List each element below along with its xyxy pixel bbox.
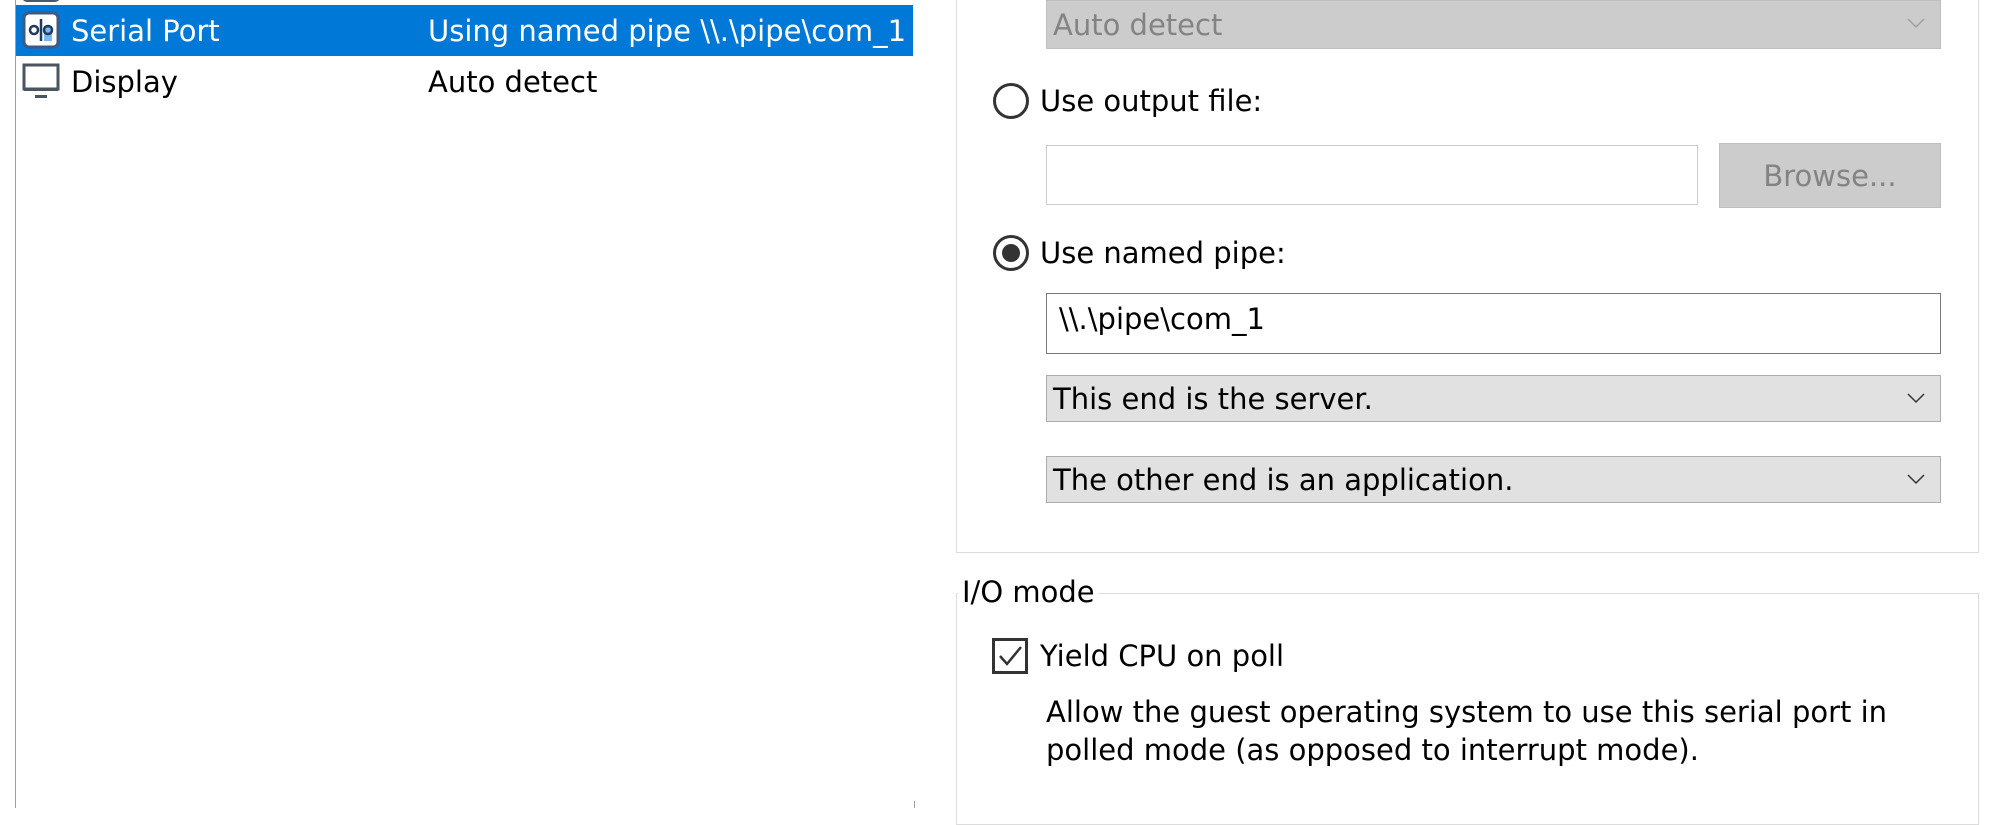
select-value: This end is the server. — [1053, 381, 1373, 416]
yield-cpu-label: Yield CPU on poll — [1040, 639, 1285, 673]
chevron-down-icon — [1907, 18, 1925, 29]
pipe-end-select[interactable]: This end is the server. — [1046, 375, 1941, 422]
output-file-radio[interactable] — [993, 83, 1029, 119]
connection-group — [956, 0, 1979, 553]
named-pipe-label: Use named pipe: — [1040, 236, 1286, 270]
named-pipe-radio[interactable] — [993, 235, 1029, 271]
monitor-icon — [22, 63, 60, 98]
chevron-down-icon — [1907, 474, 1925, 485]
output-file-input[interactable] — [1046, 145, 1698, 205]
device-row-serial-port[interactable]: Serial Port Using named pipe \\.\pipe\co… — [16, 5, 913, 56]
checkmark-icon — [999, 646, 1022, 666]
io-mode-description-line1: Allow the guest operating system to use … — [1046, 695, 1888, 729]
device-summary: Using named pipe \\.\pipe\com_1 — [428, 13, 907, 48]
select-value: Auto detect — [1053, 7, 1223, 42]
device-summary: Auto detect — [428, 64, 598, 99]
io-mode-title: I/O mode — [958, 575, 1099, 609]
device-row-display[interactable]: Display Auto detect — [16, 56, 913, 107]
other-end-select[interactable]: The other end is an application. — [1046, 456, 1941, 503]
named-pipe-input[interactable]: \\.\pipe\com_1 — [1046, 293, 1941, 354]
select-value: The other end is an application. — [1053, 462, 1514, 497]
device-name: Display — [71, 64, 178, 99]
yield-cpu-checkbox[interactable] — [992, 638, 1028, 674]
io-mode-description-line2: polled mode (as opposed to interrupt mod… — [1046, 733, 1699, 767]
serial-port-icon — [22, 11, 60, 49]
device-name: Serial Port — [71, 13, 220, 48]
device-icon-partial — [22, 0, 60, 2]
browse-button[interactable]: Browse... — [1719, 143, 1941, 208]
device-list: Serial Port Using named pipe \\.\pipe\co… — [15, 0, 915, 808]
physical-port-select[interactable]: Auto detect — [1046, 0, 1941, 49]
chevron-down-icon — [1907, 393, 1925, 404]
output-file-label: Use output file: — [1040, 84, 1263, 118]
settings-panel: Auto detect Use output file: Browse... U… — [914, 0, 2001, 825]
